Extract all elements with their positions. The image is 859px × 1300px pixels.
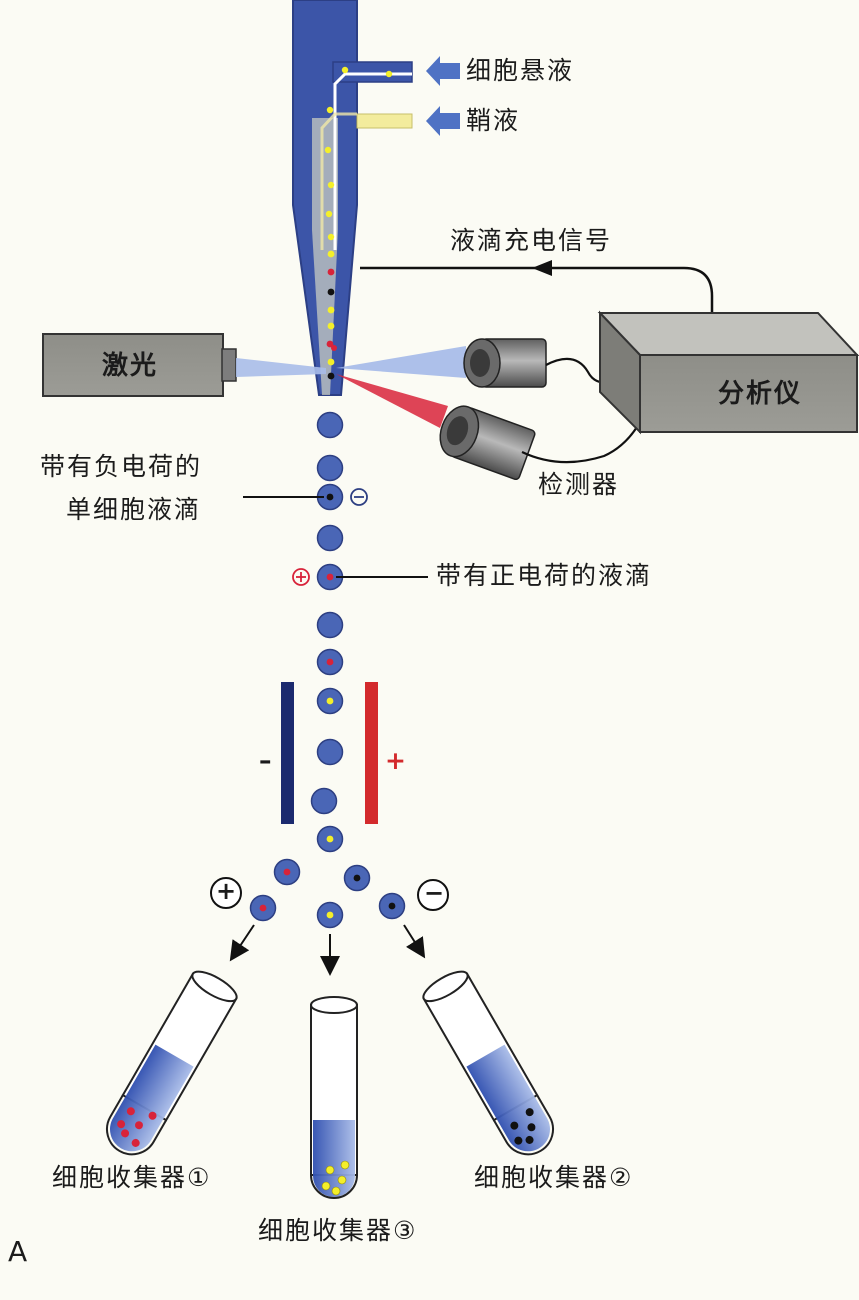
- collector-1-label: 细胞收集器①: [52, 1163, 212, 1192]
- cells-in-nozzle: [324, 66, 393, 380]
- positive-charge-marker-icon: [292, 568, 310, 586]
- collector-3-label: 细胞收集器③: [258, 1216, 418, 1245]
- plate-plus-label: +: [385, 746, 408, 775]
- sheath-inlet: [356, 113, 413, 129]
- cell-suspension-arrow-icon: [426, 56, 460, 86]
- arrow-to-collector-2-icon: [403, 924, 426, 959]
- panel-letter: A: [8, 1235, 28, 1268]
- collector-2-label: 细胞收集器②: [474, 1163, 634, 1192]
- fluorescence-beam: [336, 374, 448, 428]
- collector-tube-2: [422, 970, 554, 1156]
- analyzer-label: 分析仪: [718, 379, 803, 409]
- cell-suspension-inlet: [332, 61, 413, 83]
- negative-charge-marker-icon: [350, 488, 368, 506]
- plus-sign-icon: [210, 877, 242, 909]
- minus-sign-icon: [417, 879, 449, 911]
- detector-upper: [463, 338, 547, 388]
- plus-sign-label: +: [216, 877, 237, 905]
- sheath-arrow-icon: [426, 106, 460, 136]
- plate-minus-label: –: [259, 746, 274, 775]
- detector-label: 检测器: [538, 470, 620, 499]
- scatter-beam: [336, 346, 466, 378]
- negative-plate: [281, 682, 294, 824]
- minus-sign-label: −: [424, 879, 445, 907]
- laser-label: 激光: [102, 351, 159, 381]
- droplet-charge-signal-label: 液滴充电信号: [450, 226, 613, 255]
- flow-nozzle: [292, 0, 413, 396]
- laser-device: [42, 333, 326, 397]
- cell-suspension-label: 细胞悬液: [466, 56, 575, 85]
- charge-signal-line: [360, 266, 714, 330]
- collector-tube-1: [106, 970, 238, 1156]
- charge-signal-arrow-icon: [532, 260, 552, 276]
- negative-droplet-label-line1: 带有负电荷的: [40, 452, 203, 481]
- arrow-to-collector-1-icon: [229, 924, 255, 962]
- positive-droplet-label: 带有正电荷的液滴: [436, 561, 653, 590]
- negative-droplet-label-line2: 单细胞液滴: [66, 495, 202, 524]
- droplet-stream: [249, 411, 406, 929]
- detector-lower: [439, 405, 536, 481]
- collector-tube-3: [310, 996, 358, 1199]
- positive-plate: [365, 682, 378, 824]
- analyzer-box: [597, 310, 859, 435]
- sheath-fluid-label: 鞘液: [466, 106, 521, 135]
